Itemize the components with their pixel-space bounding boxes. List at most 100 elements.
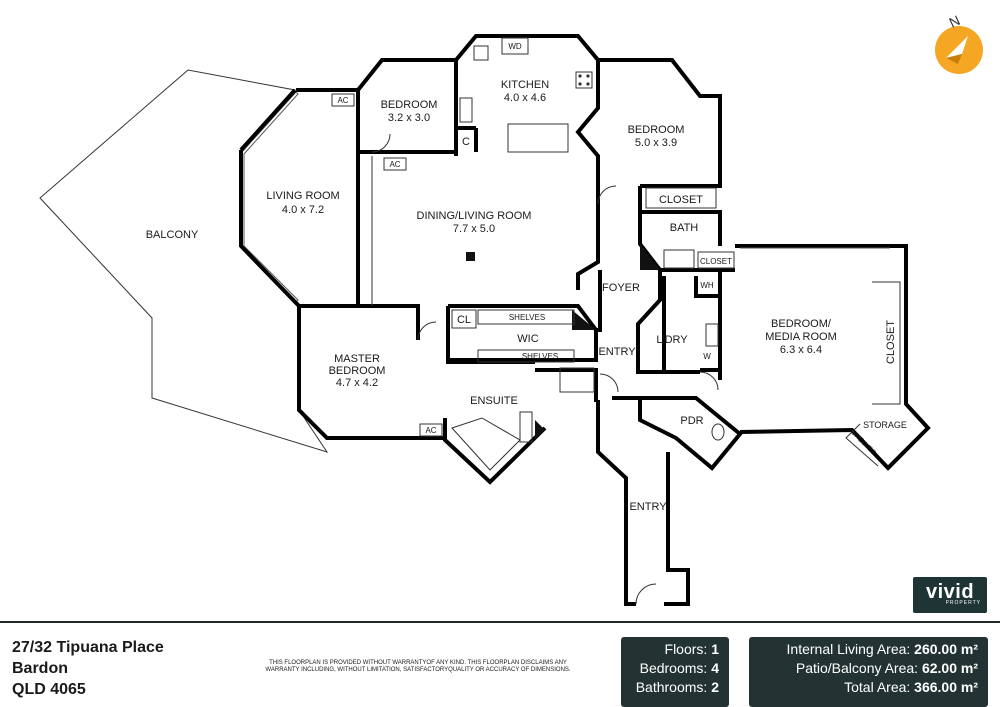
label-bedroom-right: BEDROOM bbox=[628, 124, 685, 136]
address-line-1: 27/32 Tipuana Place bbox=[12, 639, 164, 656]
bathrooms-row: Bathrooms: 2 bbox=[635, 679, 719, 695]
label-media-1: BEDROOM/ bbox=[771, 318, 832, 330]
wall-living-left bbox=[239, 150, 301, 308]
label-entry-mid: ENTRY bbox=[598, 346, 636, 358]
wall-dining-right bbox=[576, 186, 600, 290]
duct-black-3 bbox=[535, 420, 545, 440]
dim-media: 6.3 x 6.4 bbox=[780, 344, 822, 356]
address-line-2: Bardon bbox=[12, 660, 68, 677]
ac-box-1 bbox=[331, 93, 355, 107]
north-arrow-icon: N bbox=[935, 14, 983, 74]
dim-master: 4.7 x 4.2 bbox=[336, 377, 378, 389]
label-master-2: BEDROOM bbox=[329, 365, 386, 377]
dim-dining: 7.7 x 5.0 bbox=[453, 223, 495, 235]
label-balcony: BALCONY bbox=[146, 229, 199, 241]
dim-bedroom-right: 5.0 x 3.9 bbox=[635, 137, 677, 149]
laundry-tub-icon bbox=[705, 323, 719, 347]
shower-icon bbox=[663, 249, 695, 269]
label-living: LIVING ROOM bbox=[266, 190, 339, 202]
label-media-2: MEDIA ROOM bbox=[765, 331, 837, 343]
label-closet-vertical: CLOSET bbox=[885, 320, 897, 364]
toilet-icon bbox=[711, 423, 725, 441]
disclaimer-text: THIS FLOORPLAN IS PROVIDED WITHOUT WARRA… bbox=[265, 660, 571, 673]
wall-closet bbox=[638, 186, 722, 246]
shelves-top-box bbox=[477, 309, 575, 325]
total-area-row: Total Area: 366.00 m² bbox=[844, 679, 978, 695]
wall-wic bbox=[446, 304, 598, 362]
wall-wh bbox=[694, 276, 720, 298]
cooktop-icon bbox=[575, 71, 593, 89]
address-line-3: QLD 4065 bbox=[12, 681, 86, 698]
label-wic: WIC bbox=[517, 333, 538, 345]
door-swing-1 bbox=[371, 133, 391, 153]
wall-bedroom-small bbox=[356, 58, 458, 152]
wall-ensuite-bottom bbox=[443, 418, 547, 485]
footer-divider bbox=[0, 621, 1000, 623]
label-closet-small: CLOSET bbox=[700, 257, 732, 266]
address-block: 27/32 Tipuana Place Bardon QLD 4065 bbox=[12, 637, 164, 700]
label-c: C bbox=[462, 136, 470, 148]
vanity-icon bbox=[519, 411, 533, 443]
label-dining: DINING/LIVING ROOM bbox=[417, 210, 532, 222]
closet-vertical-outline bbox=[872, 281, 901, 405]
compass-letter: N bbox=[947, 14, 963, 31]
floors-row: Floors: 1 bbox=[664, 641, 719, 657]
wall-kitchen bbox=[454, 34, 600, 186]
wall-master-left bbox=[297, 306, 445, 440]
label-closet-top: CLOSET bbox=[659, 194, 703, 206]
balcony-outline bbox=[39, 69, 329, 453]
wall-entry-left bbox=[596, 400, 636, 606]
duct-black-2 bbox=[572, 310, 596, 330]
wall-bedroom-right bbox=[598, 58, 722, 188]
label-pdr: PDR bbox=[680, 415, 703, 427]
fridge-icon bbox=[459, 97, 473, 123]
label-bedroom-small: BEDROOM bbox=[381, 99, 438, 111]
wall-entry-top bbox=[596, 270, 602, 332]
wd-box bbox=[501, 37, 529, 55]
label-master-1: MASTER bbox=[334, 353, 380, 365]
storage-shelves bbox=[845, 423, 879, 467]
label-cl: CL bbox=[457, 314, 471, 326]
label-w: W bbox=[703, 352, 711, 361]
door-swing-5 bbox=[635, 583, 657, 605]
label-foyer: FOYER bbox=[602, 282, 640, 294]
wall-pdr bbox=[638, 396, 743, 471]
sink-icon bbox=[473, 45, 489, 61]
door-swing-3 bbox=[417, 321, 437, 341]
kitchen-island bbox=[507, 123, 569, 153]
door-swing-2 bbox=[597, 185, 617, 205]
bedrooms-row: Bedrooms: 4 bbox=[639, 660, 719, 676]
wall-ensuite-right bbox=[535, 368, 598, 402]
label-entry-bottom: ENTRY bbox=[629, 501, 667, 513]
door-swing-6 bbox=[699, 371, 719, 391]
label-wd: WD bbox=[508, 42, 522, 51]
brand-name: vivid bbox=[925, 581, 975, 603]
brand-sub: PROPERTY bbox=[945, 600, 981, 606]
label-ensuite: ENSUITE bbox=[470, 395, 518, 407]
closet-top-box bbox=[645, 187, 717, 209]
label-storage: STORAGE bbox=[863, 420, 907, 430]
label-shelves-bottom: SHELVES bbox=[522, 352, 558, 361]
label-ac-3: AC bbox=[425, 426, 436, 435]
dim-kitchen: 4.0 x 4.6 bbox=[504, 92, 546, 104]
wall-master bbox=[299, 304, 420, 340]
brand-logo: vivid PROPERTY bbox=[913, 577, 987, 613]
label-laundry: L'DRY bbox=[656, 334, 688, 346]
label-ac-1: AC bbox=[337, 96, 348, 105]
column-icon bbox=[466, 252, 475, 261]
shelves-bottom-box bbox=[477, 349, 575, 363]
dim-living: 4.0 x 7.2 bbox=[282, 204, 324, 216]
ac-box-2 bbox=[383, 157, 407, 171]
wall-foyer bbox=[636, 270, 700, 374]
label-bath: BATH bbox=[670, 222, 699, 234]
areas-box: Internal Living Area: 260.00 m² Patio/Ba… bbox=[749, 637, 988, 707]
door-swing-4 bbox=[599, 373, 619, 393]
wall-media bbox=[735, 244, 931, 471]
dim-bedroom-small: 3.2 x 3.0 bbox=[388, 112, 430, 124]
patio-area-row: Patio/Balcony Area: 62.00 m² bbox=[795, 660, 978, 676]
closet-small-box bbox=[697, 251, 735, 269]
label-kitchen: KITCHEN bbox=[501, 79, 549, 91]
ac-box-3 bbox=[419, 423, 443, 437]
duct-black bbox=[640, 244, 660, 270]
floor-plan: BALCONY LIVING ROOM 4.0 x 7.2 BEDROOM 3.… bbox=[39, 34, 931, 606]
